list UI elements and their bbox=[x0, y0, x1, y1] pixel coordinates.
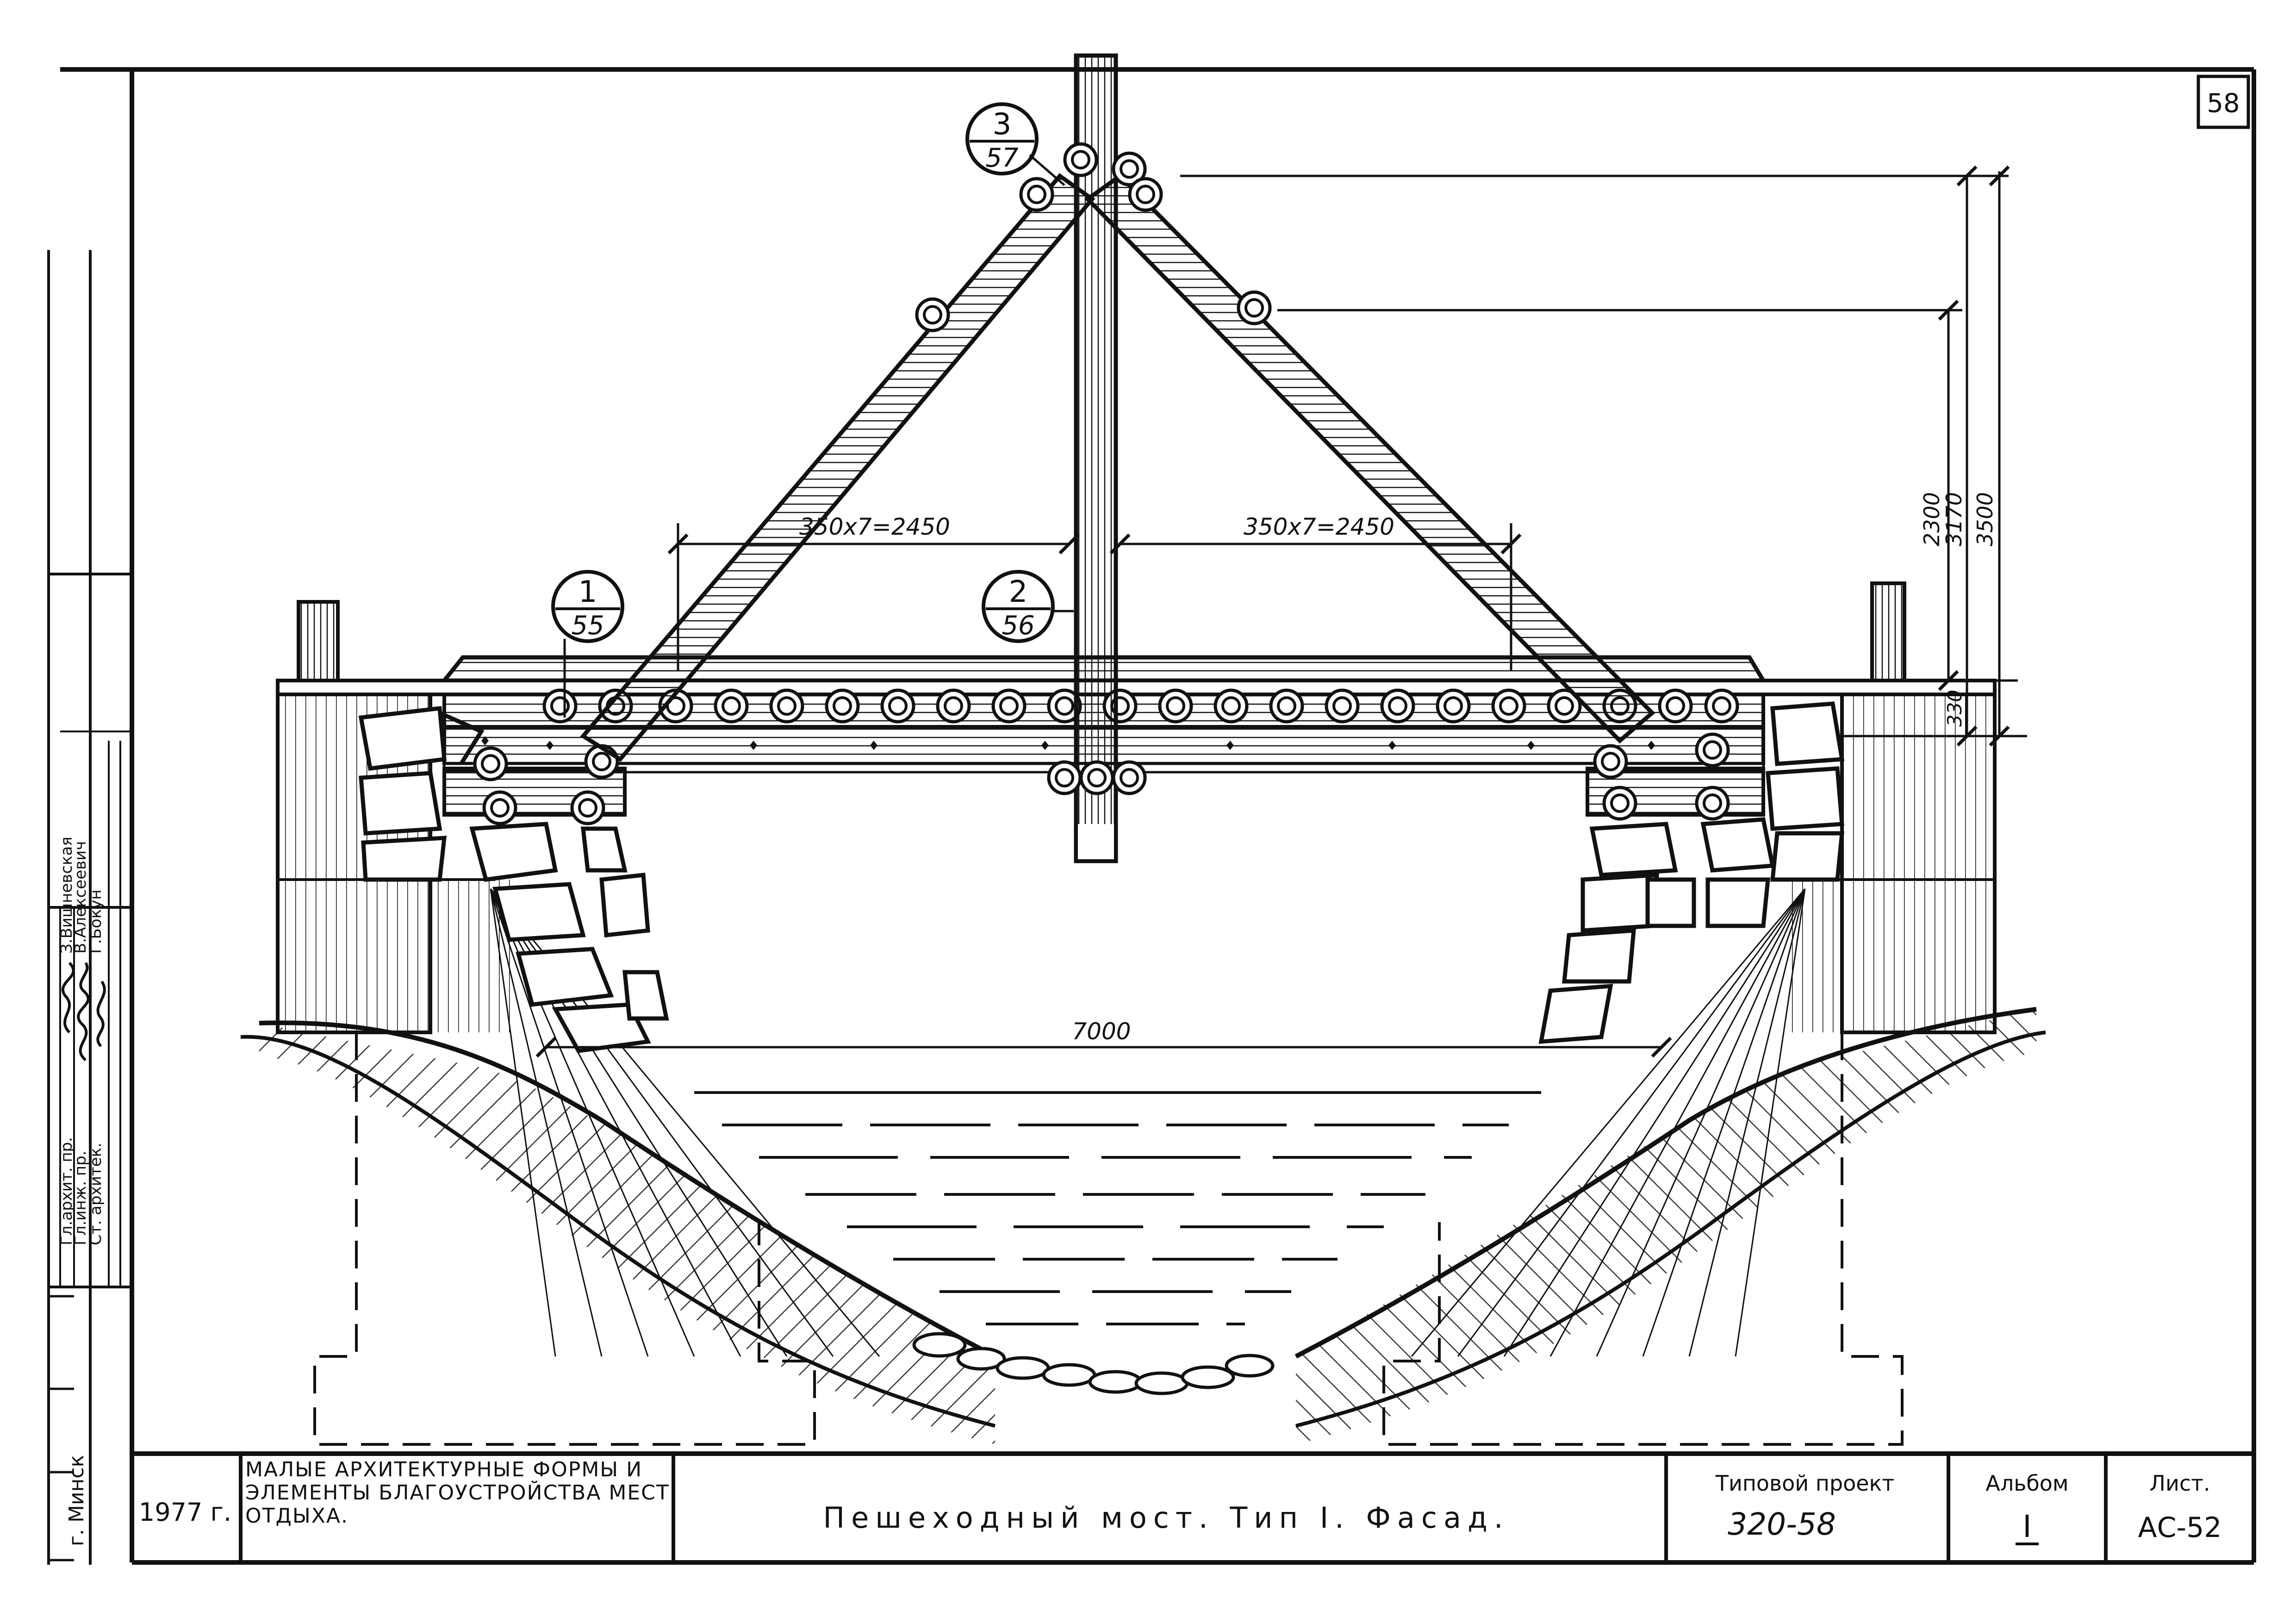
callout-1-55: 1 55 bbox=[551, 570, 624, 718]
sheet-code: АС-52 bbox=[2138, 1512, 2222, 1544]
callout-1-number: 1 bbox=[579, 575, 597, 609]
callout-2-number: 2 bbox=[1009, 575, 1028, 609]
callout-3-number: 3 bbox=[993, 107, 1012, 142]
dim-height-2300: 2300 bbox=[1919, 492, 1944, 546]
dim-height-3500: 3500 bbox=[1972, 492, 1997, 546]
dim-height-3170: 3170 bbox=[1941, 492, 1966, 546]
callout-2-sheet: 56 bbox=[1002, 611, 1034, 641]
city-label: г. Минск bbox=[65, 1455, 88, 1546]
callout-2-56: 2 56 bbox=[982, 570, 1074, 643]
dim-span-right: 350x7=2450 bbox=[1244, 513, 1394, 540]
water bbox=[694, 1091, 1541, 1325]
dim-deck-330: 330 bbox=[1943, 690, 1966, 727]
signature-role-2: Гл.инж. пр. bbox=[71, 1151, 90, 1245]
handwritten-signatures bbox=[61, 962, 106, 1062]
dimension-lines bbox=[535, 165, 2027, 1058]
signature-strip: Гл.архит. пр. Гл.инж. пр. Ст. архитек. З… bbox=[47, 250, 132, 1565]
project-number: 320-58 bbox=[1728, 1506, 1836, 1542]
right-abutment bbox=[1382, 581, 1997, 1446]
signature-name-3: Г.Бокун bbox=[87, 889, 105, 954]
series-caption: Малые архитектурные формы и элементы бла… bbox=[245, 1458, 670, 1528]
sheet-label: Лист. bbox=[2149, 1471, 2210, 1496]
album-label: Альбом bbox=[1985, 1471, 2068, 1496]
signature-name-2: В.Алексеевич bbox=[71, 841, 90, 954]
right-stone-fill bbox=[1538, 701, 1845, 1044]
dim-clear-span: 7000 bbox=[1072, 1018, 1131, 1045]
left-stone-fill bbox=[358, 706, 669, 1053]
sheet-frame: 58 bbox=[60, 67, 2256, 1565]
title-block: 1977 г. Малые архитектурные формы и элем… bbox=[132, 1451, 2254, 1562]
signature-name-1: З.Вишневская bbox=[57, 837, 76, 954]
album-number: I bbox=[2022, 1509, 2031, 1544]
nail-marks bbox=[481, 736, 1655, 750]
riverbed-stones bbox=[912, 1332, 1275, 1395]
year: 1977 г. bbox=[139, 1498, 231, 1527]
dim-span-left: 350x7=2450 bbox=[799, 513, 950, 540]
dimension-labels: 350x7=2450 350x7=2450 7000 2300 3170 350… bbox=[799, 492, 1997, 1045]
callout-1-sheet: 55 bbox=[571, 611, 604, 641]
project-label: Типовой проект bbox=[1715, 1471, 1894, 1496]
ground bbox=[240, 1007, 2046, 1444]
callout-3-sheet: 57 bbox=[985, 143, 1019, 173]
signature-role-1: Гл.архит. пр. bbox=[57, 1137, 76, 1245]
drawing-title: Пешеходный мост. Тип I. Фасад. bbox=[823, 1501, 1509, 1535]
signature-role-3: Ст. архитек. bbox=[87, 1143, 105, 1245]
callout-3-57: 3 57 bbox=[965, 102, 1065, 186]
sheet-number: 58 bbox=[2207, 88, 2240, 119]
